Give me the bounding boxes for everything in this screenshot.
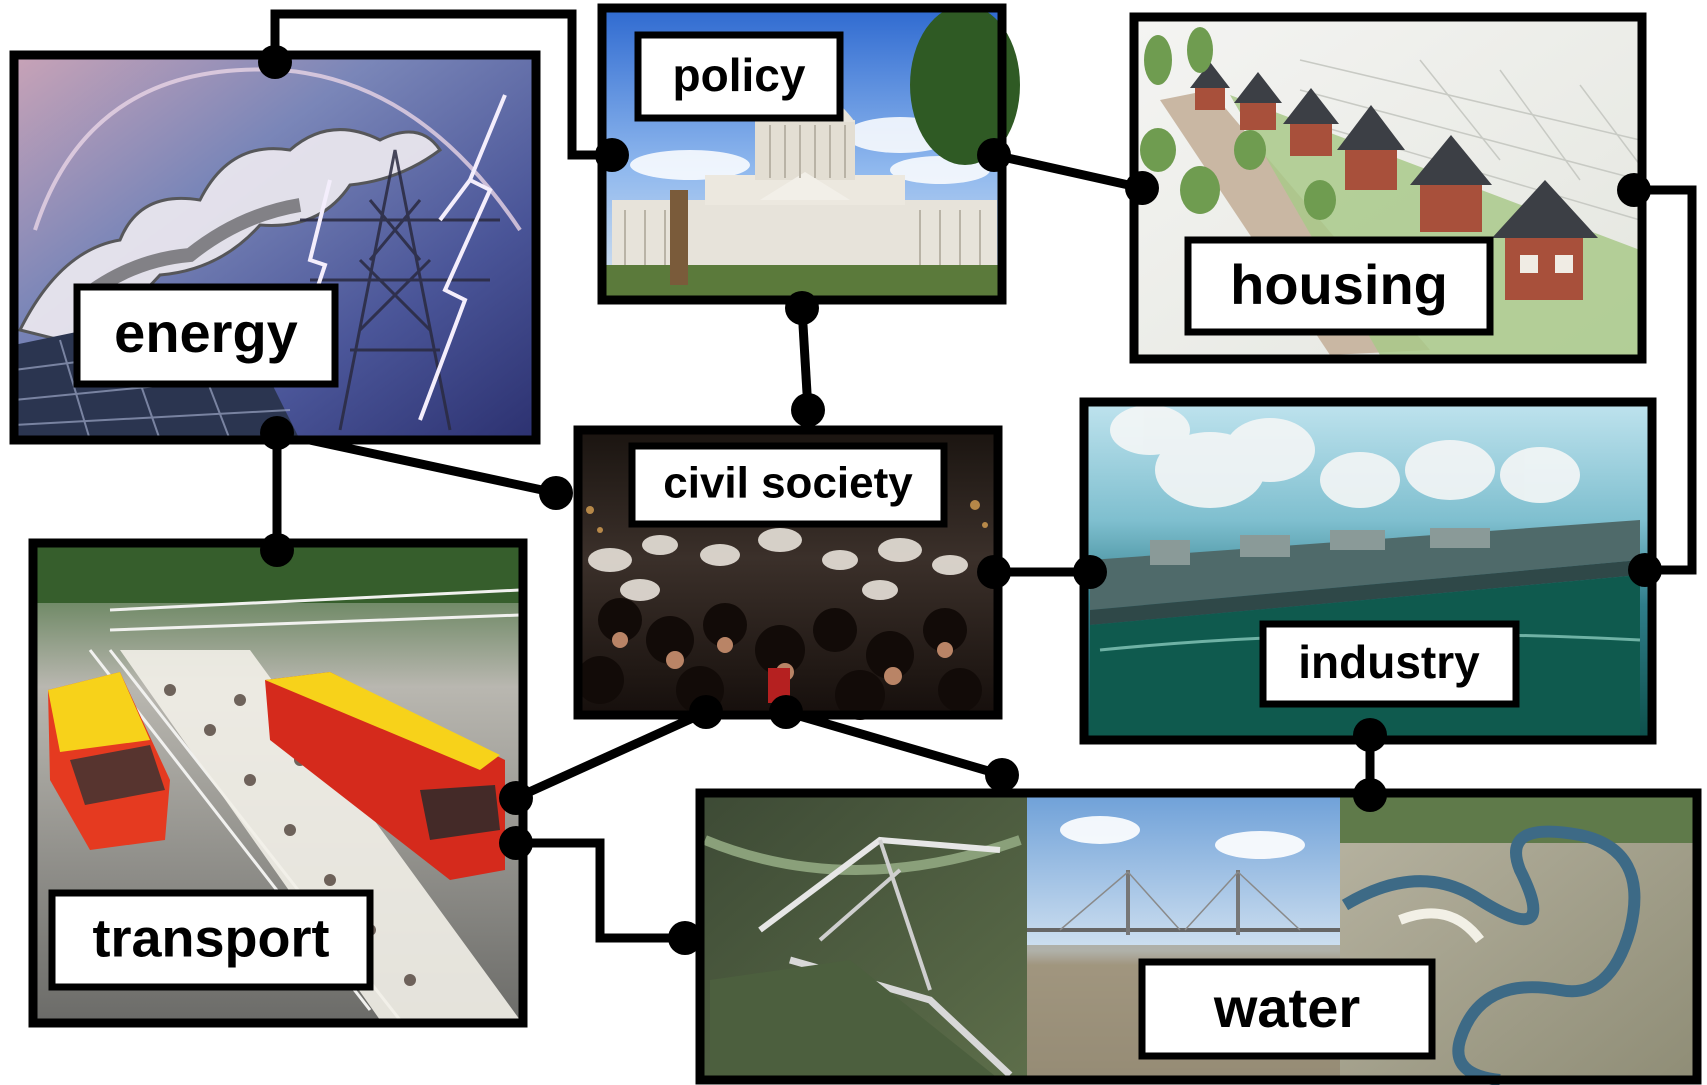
policy-label: policy (673, 49, 806, 101)
dot-policy-left (595, 138, 629, 172)
edge-civil-society-transport (514, 707, 708, 803)
edge-civil-society-water (784, 707, 1004, 780)
housing-label: housing (1230, 253, 1448, 316)
dot-civil-society-bottom-right (769, 695, 803, 729)
housing-label-box (1184, 236, 1494, 336)
connector-dots (258, 45, 1662, 955)
dot-energy-top (258, 45, 292, 79)
energy-label: energy (114, 301, 298, 364)
energy-label-box (73, 283, 339, 388)
dot-housing-right (1617, 173, 1651, 207)
houses-shape (1190, 62, 1598, 300)
node-industry[interactable]: industry (1079, 397, 1657, 745)
dot-water-top-right (1353, 778, 1387, 812)
edge-transport-water (516, 838, 685, 943)
steam-plumes-shape (1110, 405, 1580, 508)
transport-label: transport (92, 908, 329, 968)
dot-civil-society-bottom-left (689, 695, 723, 729)
dot-industry-bottom (1353, 718, 1387, 752)
policy-label-box (634, 31, 844, 122)
dot-energy-bottom (260, 416, 294, 450)
civil-society-label: civil society (663, 459, 913, 508)
water-label: water (1213, 976, 1360, 1039)
node-water[interactable]: water (695, 788, 1702, 1085)
industry-label: industry (1298, 636, 1480, 688)
cloud-shadow-shape (75, 198, 302, 306)
dot-policy-bottom (785, 291, 819, 325)
dot-policy-right (977, 138, 1011, 172)
river-shape (1340, 793, 1697, 1085)
dot-civil-society-top (791, 393, 825, 427)
dot-industry-left (1073, 555, 1107, 589)
dot-industry-right (1628, 553, 1662, 587)
dot-transport-top (260, 533, 294, 567)
housing-trees-shape (1140, 27, 1336, 220)
dot-transport-right-lower (499, 826, 533, 860)
dot-civil-society-left (539, 476, 573, 510)
walkway-crowd-shape (120, 650, 520, 1020)
storm-barrier-shape (703, 835, 1022, 1080)
edge-housing-industry (1634, 185, 1697, 575)
dot-water-top-left (985, 758, 1019, 792)
yellow-bus-shape (48, 672, 170, 850)
node-energy[interactable]: energy (9, 50, 541, 445)
node-housing[interactable]: housing (1129, 12, 1647, 364)
edge-policy-civil-society (797, 307, 813, 411)
pylon-shape (300, 149, 500, 431)
policy-tree-shape (910, 5, 1020, 165)
dot-civil-society-right (977, 555, 1011, 589)
node-transport[interactable]: transport (28, 538, 528, 1028)
industry-label-box (1259, 620, 1520, 708)
dot-housing-left (1125, 171, 1159, 205)
dot-water-left (668, 921, 702, 955)
water-label-box (1138, 958, 1436, 1060)
node-civil-society[interactable]: civil society (573, 425, 1003, 720)
civil-society-label-box (628, 442, 948, 528)
edge-policy-housing (993, 150, 1143, 193)
node-policy[interactable]: policy (597, 3, 1020, 305)
transport-label-box (48, 889, 374, 991)
dot-transport-right-upper (499, 781, 533, 815)
red-bus-shape (265, 672, 505, 880)
edge-energy-policy (270, 9, 612, 160)
crowd-shape (576, 528, 982, 720)
city-lights-shape (586, 500, 988, 533)
